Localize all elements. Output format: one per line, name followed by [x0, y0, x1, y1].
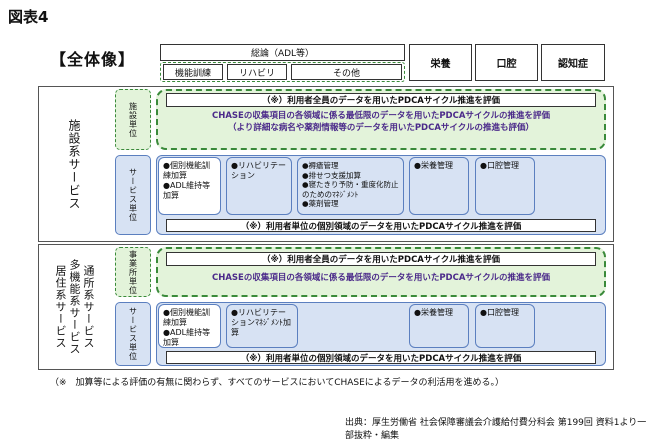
header-oral: 口腔 — [475, 44, 538, 81]
facility-chase-text: CHASEの収集項目の各領域に係る最低限のデータを用いたPDCAサイクルの推進を… — [211, 111, 551, 121]
card-other: ●褥瘡管理 ●排せつ支援加算 ●寝たきり予防・重度化防止のためのﾏﾈｼﾞﾒﾝﾄ … — [297, 157, 404, 215]
card-nutrition-2: ●栄養管理 — [409, 304, 469, 348]
home-services-label: 居住系サービス 多機能系サービス 通所系サービス — [54, 259, 95, 355]
header-adl-group: 総論（ADL等） — [160, 44, 405, 61]
header-rehab: リハビリ — [227, 64, 287, 80]
card-rehab: ●リハビリテーション — [226, 157, 292, 215]
facility-unit-label: 施設単位 — [115, 89, 151, 150]
service-individual-bar-2: （※）利用者単位の個別領域のデータを用いたPDCAサイクル推進を評価 — [166, 351, 596, 364]
card-function-training-2: ●個別機能訓練加算 ●ADL維持等加算 — [158, 304, 221, 348]
facility-chase-detail-text: （より詳細な病名や薬剤情報等のデータを用いたPDCAサイクルの推進も評価） — [227, 123, 534, 133]
header-nutrition: 栄養 — [409, 44, 472, 81]
service-unit-label-2: サービス単位 — [115, 302, 151, 366]
card-oral-2: ●口腔管理 — [475, 304, 535, 348]
card-oral: ●口腔管理 — [475, 157, 535, 215]
service-unit-label: サービス単位 — [115, 155, 151, 235]
office-all-users-bar: （※）利用者全員のデータを用いたPDCAサイクル推進を評価 — [166, 252, 596, 266]
card-rehab-2: ●リハビリテーションﾏﾈｼﾞﾒﾝﾄ加算 — [226, 304, 298, 348]
card-function-training: ●個別機能訓練加算 ●ADL維持等加算 — [158, 157, 221, 215]
source-note: 出典：厚生労働省 社会保障審議会介護給付費分科会 第199回 資料1より一部抜粋… — [345, 418, 647, 441]
facility-all-users-bar: （※）利用者全員のデータを用いたPDCAサイクル推進を評価 — [166, 93, 596, 107]
card-nutrition: ●栄養管理 — [409, 157, 469, 215]
facility-services-label: 施設系サービス — [67, 118, 81, 210]
overview-title: 【全体像】 — [50, 50, 136, 69]
service-individual-bar: （※）利用者単位の個別領域のデータを用いたPDCAサイクル推進を評価 — [166, 219, 596, 232]
figure-label: 図表4 — [8, 8, 49, 26]
office-chase-text: CHASEの収集項目の各領域に係る最低限のデータを用いたPDCAサイクルの推進を… — [211, 273, 551, 283]
header-dementia: 認知症 — [541, 44, 605, 81]
office-unit-label: 事業所単位 — [115, 247, 151, 297]
footnote: （※ 加算等による評価の有無に関わらず、すべてのサービスにおいてCHASEによる… — [50, 378, 505, 388]
header-other: その他 — [291, 64, 402, 80]
header-function-training: 機能訓練 — [163, 64, 223, 80]
